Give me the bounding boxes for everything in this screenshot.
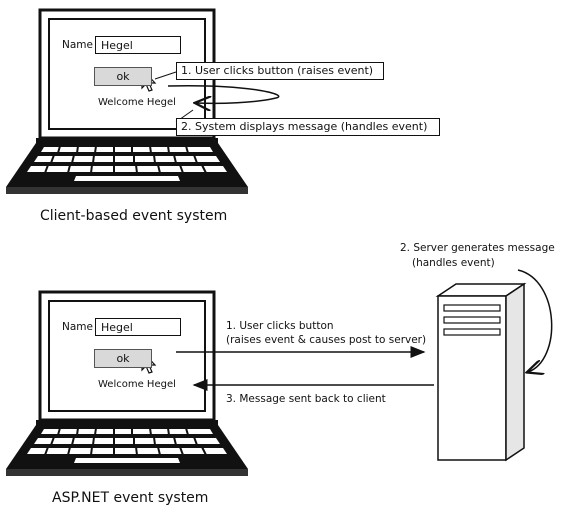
step-1-label: 1. User clicks button xyxy=(226,320,334,332)
step-2-sublabel: (handles event) xyxy=(412,257,495,269)
callout-handles-event: 2. System displays message (handles even… xyxy=(176,118,440,136)
step-3-label: 3. Message sent back to client xyxy=(226,393,386,405)
event-loop-arrow xyxy=(167,85,280,104)
name-input[interactable]: Hegel xyxy=(95,318,181,336)
caption-aspnet: ASP.NET event system xyxy=(52,490,209,506)
step-1-sublabel: (raises event & causes post to server) xyxy=(226,334,427,346)
caption-client-based: Client-based event system xyxy=(40,208,228,224)
name-label: Name xyxy=(62,39,93,51)
server-loop-arrow xyxy=(517,269,553,372)
callout-1-pointer xyxy=(154,71,177,80)
name-label: Name xyxy=(62,321,93,333)
ok-button[interactable]: ok xyxy=(94,349,152,368)
callout-raises-event: 1. User clicks button (raises event) xyxy=(176,62,384,80)
name-input[interactable]: Hegel xyxy=(95,36,181,54)
ok-button[interactable]: ok xyxy=(94,67,152,86)
step-2-label: 2. Server generates message xyxy=(400,242,555,254)
welcome-message: Welcome Hegel xyxy=(98,97,176,108)
server-icon xyxy=(435,282,527,462)
welcome-message: Welcome Hegel xyxy=(98,379,176,390)
